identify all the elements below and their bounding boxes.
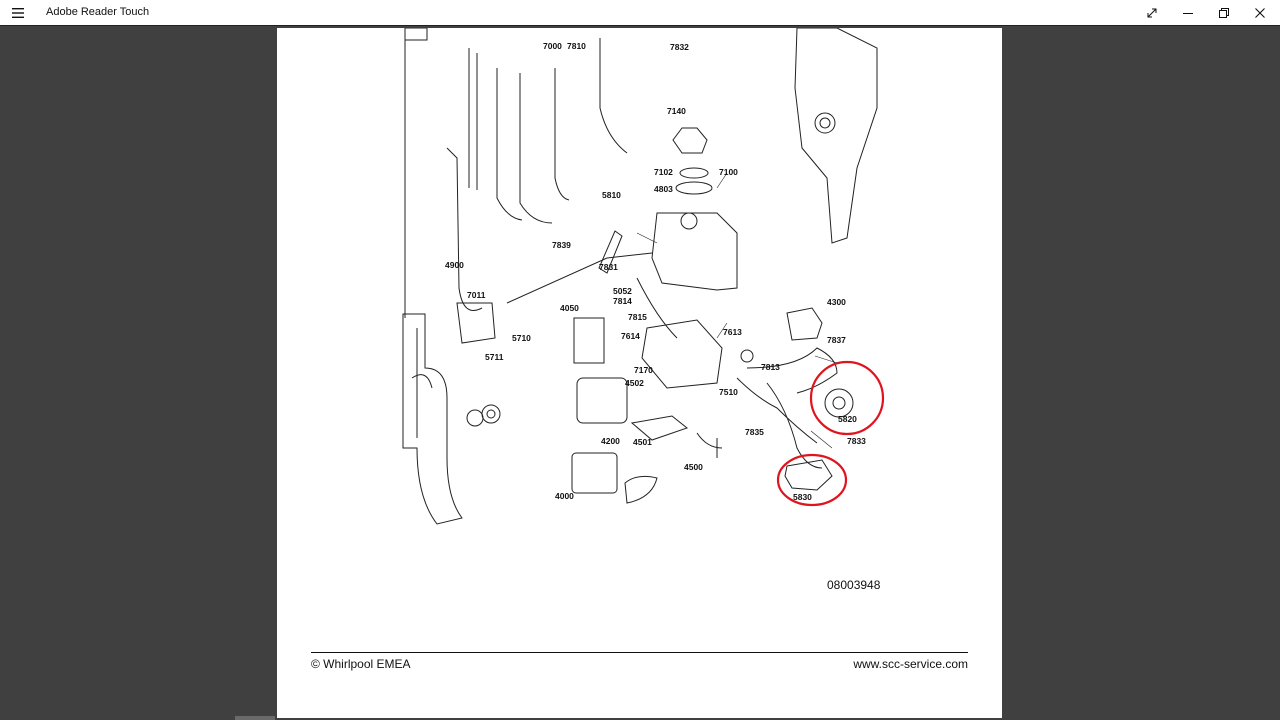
part-label: 7100 <box>719 167 738 177</box>
part-label: 4300 <box>827 297 846 307</box>
part-label: 7839 <box>552 240 571 250</box>
part-label: 7814 <box>613 296 632 306</box>
part-label: 7813 <box>761 362 780 372</box>
part-label: 7140 <box>667 106 686 116</box>
part-label: 4200 <box>601 436 620 446</box>
close-icon <box>1255 8 1265 18</box>
part-label: 5710 <box>512 333 531 343</box>
document-viewer[interactable]: 7000 7810 7832 7140 7102 7100 4803 5810 … <box>0 26 1280 720</box>
highlight-circle-5830 <box>776 453 848 507</box>
scroll-indicator[interactable] <box>235 716 275 720</box>
website-link[interactable]: www.scc-service.com <box>853 657 968 671</box>
part-label: 7170 <box>634 365 653 375</box>
part-label: 7833 <box>847 436 866 446</box>
hamburger-icon <box>12 8 24 18</box>
part-label: 5810 <box>602 190 621 200</box>
part-label: 7614 <box>621 331 640 341</box>
part-label: 7815 <box>628 312 647 322</box>
part-label: 4501 <box>633 437 652 447</box>
part-label: 4900 <box>445 260 464 270</box>
restore-icon <box>1219 8 1229 18</box>
part-label: 5830 <box>793 492 812 502</box>
minimize-icon <box>1183 13 1193 14</box>
highlight-circle-5820 <box>809 360 885 436</box>
part-label: 4000 <box>555 491 574 501</box>
part-label: 4803 <box>654 184 673 194</box>
part-label: 7831 <box>599 262 618 272</box>
exploded-parts-diagram: 7000 7810 7832 7140 7102 7100 4803 5810 … <box>402 28 885 525</box>
part-label: 7510 <box>719 387 738 397</box>
part-label: 4050 <box>560 303 579 313</box>
minimize-button[interactable] <box>1170 0 1206 26</box>
part-label: 7810 <box>567 41 586 51</box>
part-label: 5052 <box>613 286 632 296</box>
app-title: Adobe Reader Touch <box>46 6 150 18</box>
part-label: 7613 <box>723 327 742 337</box>
restore-button[interactable] <box>1206 0 1242 26</box>
part-label: 7102 <box>654 167 673 177</box>
drawing-number: 08003948 <box>827 578 881 592</box>
title-bar: Adobe Reader Touch <box>0 0 1280 26</box>
hamburger-menu-button[interactable] <box>8 3 28 23</box>
close-button[interactable] <box>1242 0 1278 26</box>
fullscreen-icon <box>1147 8 1157 18</box>
part-label: 7832 <box>670 42 689 52</box>
part-label: 7011 <box>467 290 486 300</box>
footer-divider <box>311 652 968 653</box>
part-label: 7000 <box>543 41 562 51</box>
part-label: 4502 <box>625 378 644 388</box>
part-label: 7835 <box>745 427 764 437</box>
part-label: 5711 <box>485 352 504 362</box>
fullscreen-button[interactable] <box>1134 0 1170 26</box>
part-label: 7837 <box>827 335 846 345</box>
part-label: 5820 <box>838 414 857 424</box>
part-label: 4500 <box>684 462 703 472</box>
pdf-page[interactable]: 7000 7810 7832 7140 7102 7100 4803 5810 … <box>277 28 1002 718</box>
copyright-text: © Whirlpool EMEA <box>311 657 411 671</box>
